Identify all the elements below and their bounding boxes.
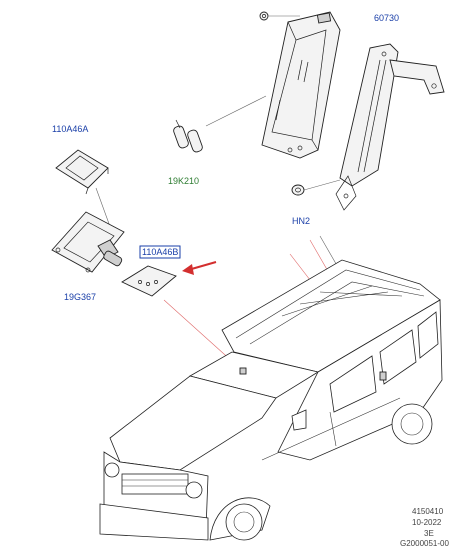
label-60730: 60730 (374, 13, 399, 23)
nut-hn2 (291, 179, 341, 196)
top-clip-fastener (259, 11, 300, 21)
label-19g367: 19G367 (64, 292, 96, 302)
vehicle-illustration (99, 259, 443, 541)
footer-graphic-id: G2000051-00 (400, 539, 449, 547)
footer-date: 10-2022 (412, 518, 442, 527)
footer-ref-number: 4150410 (412, 507, 444, 516)
part-110a46b (103, 250, 177, 297)
red-arrow-icon (182, 261, 217, 275)
bracket-60730 (335, 43, 445, 211)
label-19k210: 19K210 (168, 176, 199, 186)
label-hn2: HN2 (292, 216, 310, 226)
highlight-box-110a46b (139, 245, 181, 259)
connector-19k210 (173, 95, 267, 153)
antenna-module-19g367 (51, 211, 125, 273)
label-110a46a: 110A46A (52, 124, 88, 134)
footer-revision: 3E (424, 529, 434, 538)
module-bracket-assembly (261, 11, 341, 159)
label-110a46b: 110A46B (142, 247, 178, 257)
